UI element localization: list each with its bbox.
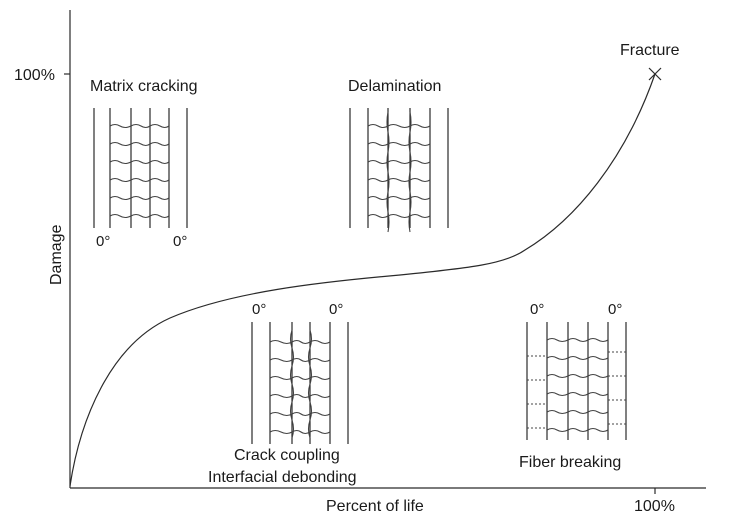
interfacial-debonding-label: Interfacial debonding — [208, 469, 357, 486]
damage-curve — [69, 73, 656, 487]
crack-coupling-label: Crack coupling — [234, 447, 340, 464]
matrix-cracking-left-angle: 0° — [96, 233, 110, 250]
y-axis-label: Damage — [48, 224, 65, 285]
crack-coupling-left-angle: 0° — [252, 301, 266, 318]
fiber-breaking-label: Fiber breaking — [519, 454, 621, 471]
matrix-cracking-illustration: Matrix cracking 0° 0° — [90, 78, 198, 250]
fracture-label: Fracture — [620, 42, 680, 59]
delamination-illustration: Delamination — [348, 78, 449, 233]
y-tick-label: 100% — [14, 67, 55, 84]
fiber-breaking-illustration: 0° 0° Fiber breaking — [519, 301, 627, 471]
crack-coupling-right-angle: 0° — [329, 301, 343, 318]
fracture-marker — [648, 67, 662, 81]
fiber-breaking-right-angle: 0° — [608, 301, 622, 318]
x-axis-label: Percent of life — [326, 498, 424, 515]
crack-coupling-illustration: 0° 0° Crack coupling Interfacial debondi… — [208, 301, 357, 486]
matrix-cracking-right-angle: 0° — [173, 233, 187, 250]
matrix-cracking-label: Matrix cracking — [90, 78, 198, 95]
x-tick-label: 100% — [634, 498, 675, 515]
delamination-label: Delamination — [348, 78, 441, 95]
fiber-breaking-left-angle: 0° — [530, 301, 544, 318]
